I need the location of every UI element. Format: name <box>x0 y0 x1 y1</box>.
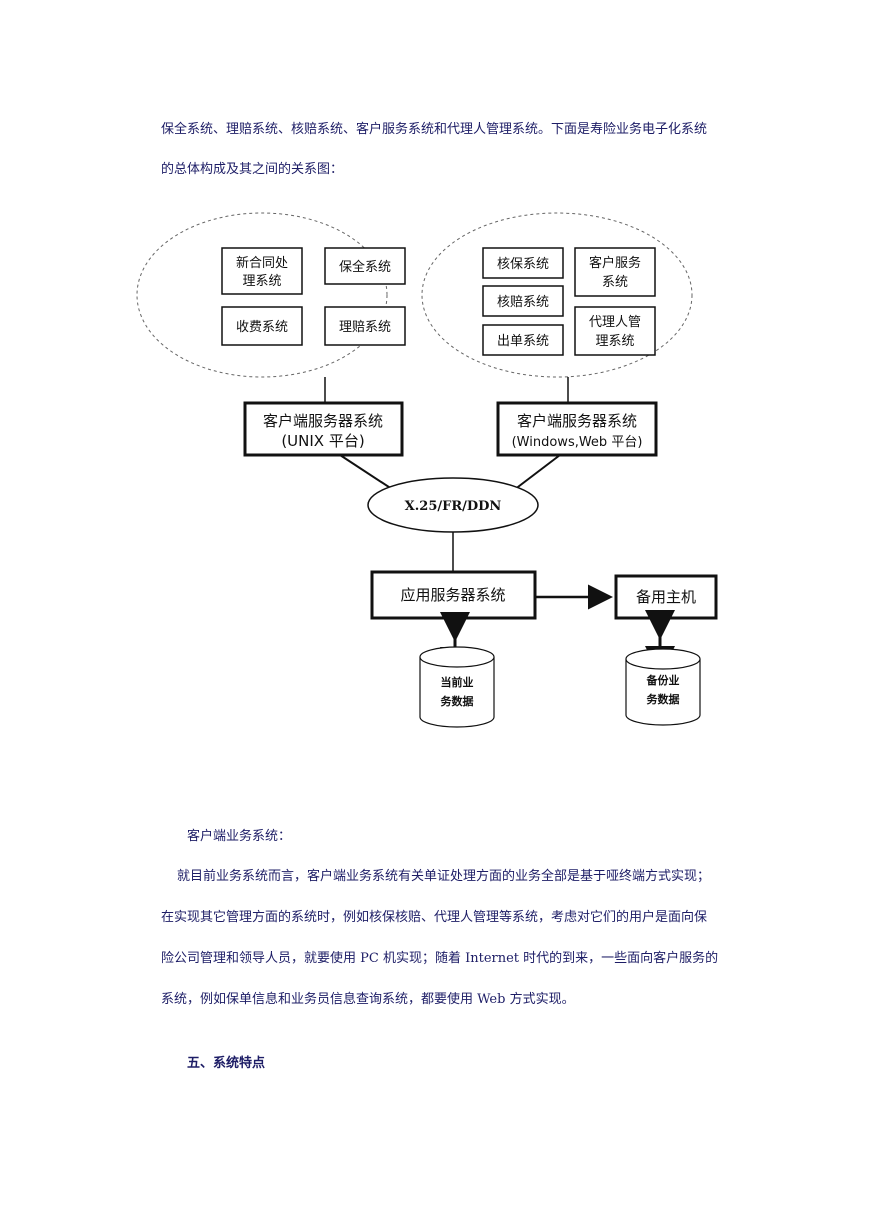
label-fee: 收费系统 <box>236 320 288 335</box>
box-agent-management: 代理人管 理系统 <box>574 306 656 356</box>
box-preservation: 保全系统 <box>324 247 406 285</box>
label-claims: 理赔系统 <box>339 320 391 335</box>
label-cs-win-1: 客户端服务器系统 <box>517 412 637 430</box>
intro-line-2: 的总体构成及其之间的关系图： <box>161 162 344 177</box>
box-new-contract: 新合同处 理系统 <box>221 247 303 295</box>
label-new-contract-1: 新合同处 <box>236 255 288 271</box>
label-cs-unix-2: (UNIX 平台) <box>281 432 364 450</box>
body-line-2: 在实现其它管理方面的系统时，例如核保核赔、代理人管理等系统，考虑对它们的用户是面… <box>161 910 708 925</box>
body-line-1: 就目前业务系统而言，客户端业务系统有关单证处理方面的业务全部是基于哑终端方式实现… <box>177 869 711 884</box>
body-line-4: 系统，例如保单信息和业务员信息查询系统，都要使用 Web 方式实现。 <box>161 992 575 1007</box>
client-system-subheading: 客户端业务系统： <box>187 829 292 844</box>
label-backup-data-1: 备份业 <box>646 673 680 687</box>
label-policy-issue: 出单系统 <box>497 334 549 349</box>
left-group-ellipse <box>136 212 388 378</box>
label-agent-1: 代理人管 <box>589 315 641 330</box>
box-customer-service: 客户服务 系统 <box>574 247 656 297</box>
label-backup-data-2: 务数据 <box>647 692 680 706</box>
box-underwriting: 核保系统 <box>482 247 564 279</box>
label-claim-review: 核赔系统 <box>497 295 549 310</box>
intro-line-1: 保全系统、理赔系统、核赔系统、客户服务系统和代理人管理系统。下面是寿险业务电子化… <box>161 122 708 137</box>
box-client-server-windows: 客户端服务器系统 (Windows,Web 平台) <box>496 401 658 457</box>
label-current-data-2: 务数据 <box>441 694 474 708</box>
body-line-3: 险公司管理和领导人员，就要使用 PC 机实现；随着 Internet 时代的到来… <box>161 951 719 966</box>
box-client-server-unix: 客户端服务器系统 (UNIX 平台) <box>243 401 404 457</box>
label-agent-2: 理系统 <box>595 334 634 349</box>
label-cs-win-2: (Windows,Web 平台) <box>512 435 643 450</box>
box-claim-review: 核赔系统 <box>482 285 564 317</box>
system-architecture-diagram: 新合同处 理系统 保全系统 收费系统 理赔系统 核保系统 客户服务 系统 核赔系… <box>136 212 718 728</box>
backup-data-cylinder: 备份业 务数据 <box>625 648 701 726</box>
right-group-ellipse <box>421 212 693 378</box>
label-new-contract-2: 理系统 <box>242 274 281 289</box>
label-app-server: 应用服务器系统 <box>400 586 505 604</box>
section-heading-five: 五、系统特点 <box>187 1056 266 1071</box>
network-node: X.25/FR/DDN <box>367 477 539 533</box>
box-backup-host: 备用主机 <box>614 574 718 620</box>
box-app-server: 应用服务器系统 <box>370 570 537 620</box>
label-customer-service-2: 系统 <box>602 275 628 290</box>
label-current-data-1: 当前业 <box>441 675 474 689</box>
label-cs-unix-1: 客户端服务器系统 <box>263 412 383 430</box>
label-backup-host: 备用主机 <box>636 588 696 606</box>
current-data-cylinder: 当前业 务数据 <box>419 646 495 728</box>
box-claims: 理赔系统 <box>324 306 406 346</box>
label-preservation: 保全系统 <box>339 259 391 275</box>
label-customer-service-1: 客户服务 <box>589 255 641 271</box>
label-network: X.25/FR/DDN <box>405 499 502 514</box>
label-underwriting: 核保系统 <box>497 257 549 272</box>
box-fee: 收费系统 <box>221 306 303 346</box>
box-policy-issue: 出单系统 <box>482 324 564 356</box>
